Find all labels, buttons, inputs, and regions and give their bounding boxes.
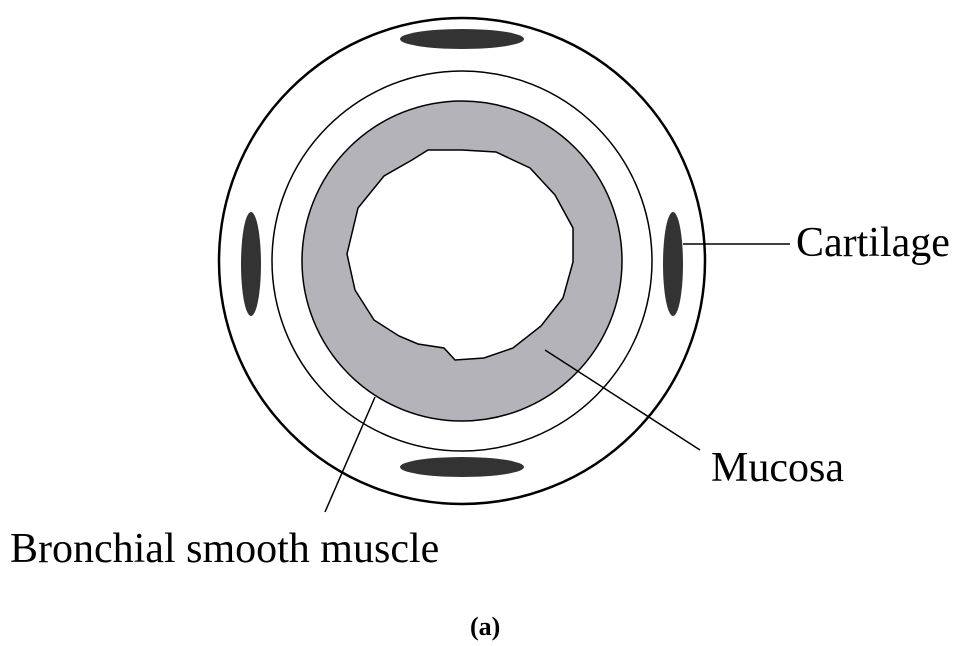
mucosa-label: Mucosa [711,447,844,489]
cartilage-plate-bottom [400,457,524,477]
cartilage-label: Cartilage [796,222,950,264]
cartilage-plate-right [663,212,683,316]
cartilage-plate-left [241,212,261,316]
bronchial-smooth-muscle-label: Bronchial smooth muscle [10,528,439,570]
cartilage-plate-top [400,29,524,49]
figure-caption: (a) [470,614,500,640]
